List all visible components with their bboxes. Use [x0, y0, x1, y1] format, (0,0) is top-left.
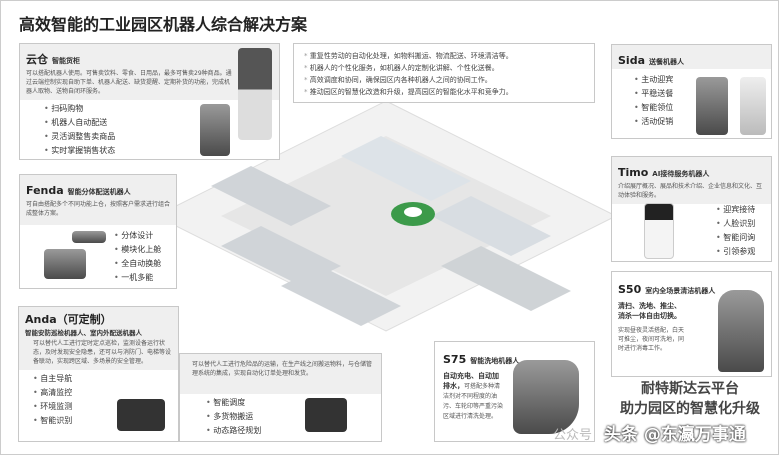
feature-item: 人脸识别	[716, 217, 755, 231]
yuncang-subtitle: 智能货柜	[52, 57, 80, 65]
s75-subtitle: 智能洗地机器人	[470, 357, 520, 365]
s75-description: 可搭配多种清洁剂对不同程度的油污、车轮印等严重污染区域进行清洗处理。	[443, 383, 504, 420]
feature-item: 智能问询	[716, 231, 755, 245]
feature-item: 活动促销	[634, 115, 771, 129]
feature-item: 自主导航	[33, 372, 178, 386]
robot-image	[200, 104, 230, 156]
feature-item: 机器人自动配送	[44, 116, 279, 130]
anda-card: Anda（可定制） 智能安防巡检机器人、室内外配送机器人 可以替代人工进行定时定…	[18, 306, 179, 442]
feature-item: 平稳送餐	[634, 87, 771, 101]
watermark-faint: 公众号	[553, 428, 593, 443]
yuncang-card: 云仓智能货柜 可以搭配机器人使用。可售卖饮料、零食、日用品，最多可售卖29种商品…	[19, 43, 280, 160]
transport-card: 可以替代人工进行危险品的运输，在生产线之间搬运物料，与仓储管理系统的集成，实现自…	[179, 353, 382, 442]
sida-subtitle: 送餐机器人	[649, 58, 684, 66]
timo-subtitle: AI接待服务机器人	[652, 170, 710, 178]
feature-item: 一机多能	[114, 271, 161, 285]
s50-highlight: 清扫、洗地、推尘、消杀一体自由切换。	[618, 302, 681, 320]
yuncang-description: 可以搭配机器人使用。可售卖饮料、零食、日用品，最多可售卖29种商品。通过云端控制…	[26, 70, 232, 95]
timo-description: 介绍展厅概况、展品和技术介绍、企业信息和文化、互动体验和服务。	[618, 183, 763, 199]
s75-highlight: 自动充电、自动加排水，	[443, 372, 499, 390]
fenda-name: Fenda	[26, 184, 64, 197]
benefit-item: 重复性劳动的自动化处理，如物料搬运、物流配送、环境清洁等。	[304, 50, 584, 62]
feature-item: 灵活调整售卖商品	[44, 130, 279, 144]
feature-item: 引领参观	[716, 245, 755, 259]
benefit-item: 高效调度和协同，确保园区内各种机器人之间的协同工作。	[304, 74, 584, 86]
platform-title: 耐特斯达云平台	[641, 381, 739, 397]
feature-item: 扫码购物	[44, 102, 279, 116]
s50-subtitle: 室内全场景清洁机器人	[645, 287, 716, 295]
delivery-robot-image	[740, 77, 766, 135]
vending-cabinet-image	[238, 48, 272, 140]
timo-robot-image	[644, 203, 674, 259]
feature-item: 动态路径规划	[206, 424, 381, 438]
sida-name: Sida	[618, 54, 645, 67]
feature-item: 环境监测	[33, 400, 178, 414]
delivery-robot-image	[696, 77, 728, 135]
feature-item: 多货物搬运	[206, 410, 381, 424]
anda-name: Anda（可定制）	[25, 313, 112, 326]
s50-description: 实现昼夜灵活搭配，白天可推尘，夜间可洗地，同时进行消毒工作。	[618, 327, 685, 352]
anda-subtitle: 智能安防巡检机器人、室内外配送机器人	[25, 329, 142, 337]
feature-item: 实时掌握销售状态	[44, 144, 279, 158]
feature-item: 主动迎宾	[634, 73, 771, 87]
yuncang-name: 云仓	[26, 53, 48, 66]
anda-robot-image	[117, 399, 165, 431]
benefit-item: 推动园区的智慧化改造和升级，提高园区的智能化水平和竞争力。	[304, 86, 584, 98]
sida-card: Sida 送餐机器人 主动迎宾 平稳送餐 智能领位 活动促销	[611, 44, 772, 139]
benefits-card: 重复性劳动的自动化处理，如物料搬运、物流配送、环境清洁等。 机器人的个性化服务，…	[293, 43, 595, 103]
feature-item: 模块化上舱	[114, 243, 161, 257]
page-title: 高效智能的工业园区机器人综合解决方案	[19, 15, 308, 34]
feature-item: 迎宾接待	[716, 203, 755, 217]
timo-name: Timo	[618, 166, 649, 179]
s75-robot-image	[513, 360, 579, 434]
fenda-description: 可自由搭配多个不同功能上仓，按照客户需求进行组合成整体方案。	[26, 201, 171, 217]
fenda-subtitle: 智能分体配送机器人	[67, 188, 131, 196]
feature-item: 高清监控	[33, 386, 178, 400]
s50-robot-image	[718, 290, 764, 372]
anda-description: 可以替代人工进行定时定点巡检，监测设备运行状态，及时发现安全隐患，还可以与消防门…	[33, 340, 172, 365]
watermark: 头条 @东瀛万事通	[604, 425, 746, 445]
s50-name: S50	[618, 283, 642, 296]
feature-item: 智能识别	[33, 414, 178, 428]
s75-name: S75	[443, 353, 467, 366]
fenda-robot-image	[44, 249, 86, 279]
feature-item: 智能领位	[634, 101, 771, 115]
transport-description: 可以替代人工进行危险品的运输，在生产线之间搬运物料，与仓储管理系统的集成，实现自…	[192, 361, 373, 377]
feature-item: 智能调度	[206, 396, 381, 410]
transport-robot-image	[305, 398, 347, 432]
benefit-item: 机器人的个性化服务，如机器人的定制化讲解、个性化送餐。	[304, 62, 584, 74]
feature-item: 全自动换舱	[114, 257, 161, 271]
platform-slogan: 助力园区的智慧化升级	[620, 401, 760, 417]
feature-item: 分体设计	[114, 229, 161, 243]
fenda-module-image	[72, 231, 106, 243]
